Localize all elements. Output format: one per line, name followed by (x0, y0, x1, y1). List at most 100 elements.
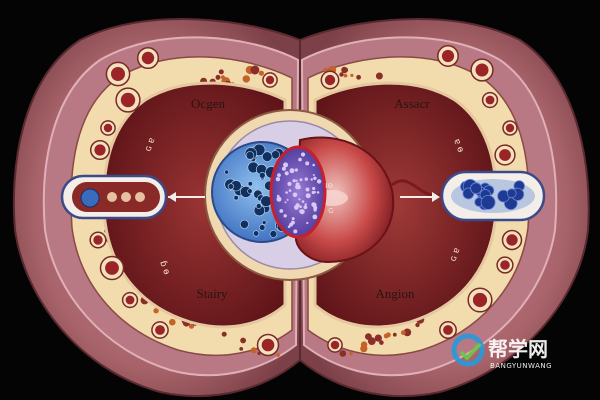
purple-dot (285, 191, 288, 194)
fat-speckle (276, 353, 280, 357)
purple-dot (295, 179, 298, 182)
vessel-nodule-core (125, 295, 135, 305)
purple-dot (305, 193, 311, 199)
fat-speckle (350, 73, 354, 77)
watermark: 帮学网 BANGYUNWANG (451, 333, 552, 370)
fat-speckle (343, 73, 348, 78)
purple-dot (279, 209, 284, 213)
watermark-logo-icon (451, 333, 485, 367)
purple-dot (313, 191, 316, 194)
fat-speckle (169, 318, 176, 326)
left-capsule-nodule-3 (135, 192, 145, 202)
purple-dot (313, 176, 317, 180)
blue-cell (259, 224, 266, 231)
vessel-nodule-core (485, 95, 495, 105)
purple-dot (287, 225, 291, 228)
vessel-nodule-core (93, 235, 103, 245)
fat-speckle (339, 350, 347, 357)
blue-cell (247, 181, 253, 187)
purple-dot (286, 198, 289, 201)
fat-speckle (356, 74, 361, 80)
vessel-nodule-core (261, 338, 275, 352)
purple-dot (275, 177, 281, 182)
glyph-right-upper: ɐ ɵ (451, 138, 465, 155)
purple-dot (281, 166, 286, 171)
purple-dot (290, 220, 295, 225)
left-capsule-blue-cell (80, 188, 100, 208)
glyph-center-upper: ıɵ (325, 181, 334, 191)
purple-dot (301, 200, 305, 203)
fat-speckle (240, 337, 247, 344)
right-capsule-cell (470, 182, 483, 195)
purple-dot (306, 221, 309, 225)
blue-cell (224, 169, 229, 175)
purple-dot (284, 171, 289, 176)
right-capsule-cells (460, 178, 525, 211)
purple-dot (316, 179, 322, 184)
vessel-nodule-core (500, 260, 510, 270)
purple-dot (292, 192, 298, 198)
purple-dot (299, 209, 305, 215)
vessel-nodule-core (330, 340, 340, 350)
purple-dot (298, 198, 301, 201)
vessel-nodule-core (265, 75, 275, 85)
fat-speckle (374, 334, 382, 342)
purple-dot (304, 177, 308, 181)
fat-speckle (379, 340, 384, 345)
fat-speckle (349, 351, 353, 356)
fat-speckle (220, 75, 225, 80)
fat-speckle (215, 74, 221, 80)
purple-dot (312, 202, 317, 207)
label-top-left: Ocgen (191, 96, 225, 111)
vessel-nodules (89, 45, 523, 357)
right-cavity (313, 81, 498, 329)
purple-dot (288, 189, 292, 192)
purple-dot (289, 168, 295, 174)
purple-dot (299, 205, 302, 208)
blue-cell (233, 195, 239, 201)
glyph-center-lower: ɢ (328, 206, 334, 216)
fat-speckle (221, 331, 227, 337)
purple-dot (288, 183, 291, 186)
purple-dot (312, 163, 316, 167)
purple-dot (300, 152, 306, 157)
purple-dot (276, 194, 280, 198)
fat-speckle (342, 67, 349, 73)
purple-dot (310, 178, 313, 181)
vessel-nodule-core (505, 123, 515, 133)
fat-speckle (367, 337, 376, 345)
fat-speckle (375, 72, 383, 80)
purple-dot (316, 191, 320, 194)
purple-core-dots (275, 152, 322, 234)
label-bottom-right: Angion (376, 286, 416, 301)
fat-speckle (242, 75, 250, 83)
blue-cell (269, 230, 278, 238)
purple-dot (298, 157, 302, 162)
vessel-nodule-core (324, 74, 336, 86)
blue-cell (262, 151, 273, 162)
fat-speckle (385, 332, 391, 338)
blue-cell (239, 219, 249, 229)
fat-speckle (250, 65, 260, 75)
purple-dot (304, 203, 307, 206)
vessel-nodule-core (499, 149, 511, 161)
fat-speckle (403, 328, 412, 337)
blue-cell (245, 151, 255, 160)
glyph-right-lower: ɢ ɐ (448, 247, 462, 264)
purple-dot (303, 205, 308, 210)
vessel-nodule-core (120, 92, 136, 108)
right-capsule-cell (506, 188, 517, 199)
watermark-check-icon (459, 342, 482, 361)
blue-cell (227, 183, 234, 190)
vessel-nodule-core (141, 51, 155, 65)
purple-dot (312, 214, 318, 220)
left-capsule-nodule-1 (107, 192, 117, 202)
purple-dot (312, 174, 315, 176)
purple-dot (276, 196, 282, 202)
purple-dot (284, 164, 287, 168)
purple-dot (294, 168, 298, 172)
purple-dot (291, 217, 295, 221)
purple-dot (277, 173, 281, 178)
